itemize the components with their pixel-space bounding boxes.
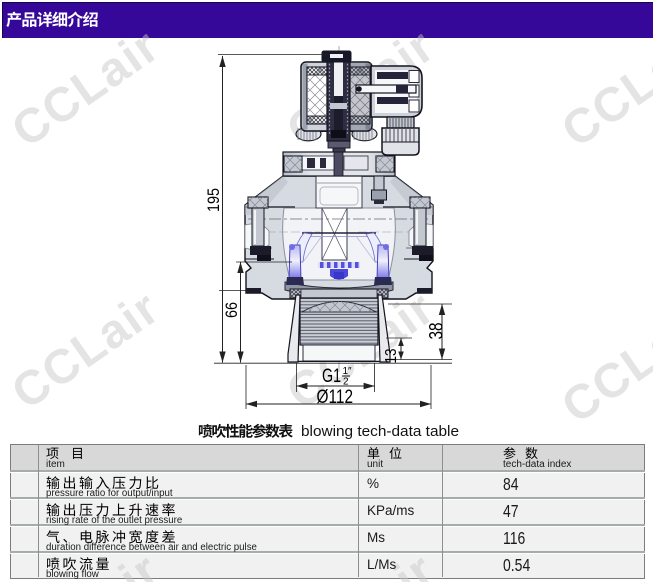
svg-text:13: 13 xyxy=(383,348,400,363)
svg-text:2: 2 xyxy=(343,377,349,388)
svg-text:Ø112: Ø112 xyxy=(317,386,354,408)
svg-text:blowing tech-data table: blowing tech-data table xyxy=(301,424,459,440)
svg-text:195: 195 xyxy=(204,188,223,212)
svg-text:1″: 1″ xyxy=(343,366,353,377)
svg-text:66: 66 xyxy=(222,302,241,318)
svg-text:G1: G1 xyxy=(322,366,341,387)
svg-text:38: 38 xyxy=(427,323,448,340)
